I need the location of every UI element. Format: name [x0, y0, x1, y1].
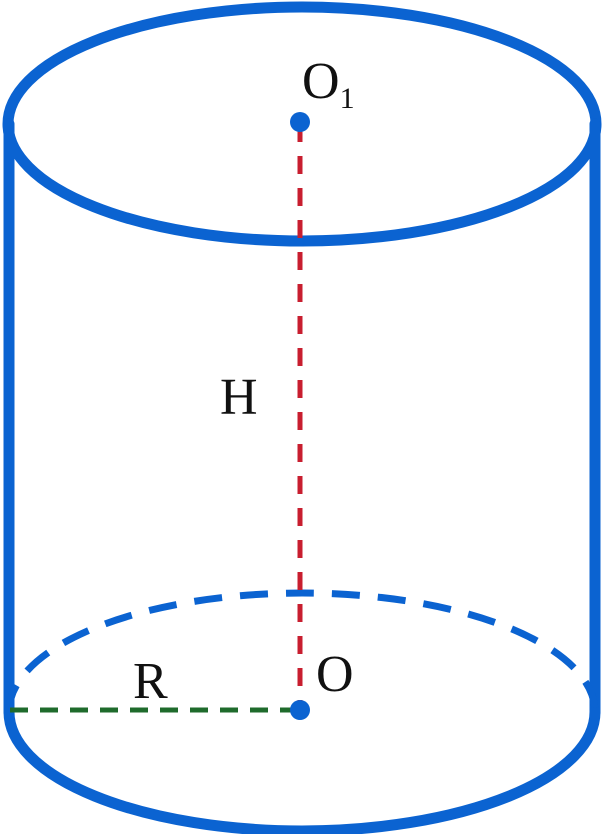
bottom-base-front: [3, 711, 601, 834]
top-center-label: O1: [302, 53, 355, 115]
bottom-base-hidden-back: [5, 589, 599, 713]
height-label: H: [220, 369, 258, 426]
top-center-main-label: O: [302, 53, 340, 110]
bottom-center-point: [290, 700, 310, 720]
bottom-center-label: O: [316, 646, 354, 703]
top-center-subscript-label: 1: [340, 82, 355, 115]
radius-label: R: [133, 653, 168, 710]
top-center-point: [290, 112, 310, 132]
